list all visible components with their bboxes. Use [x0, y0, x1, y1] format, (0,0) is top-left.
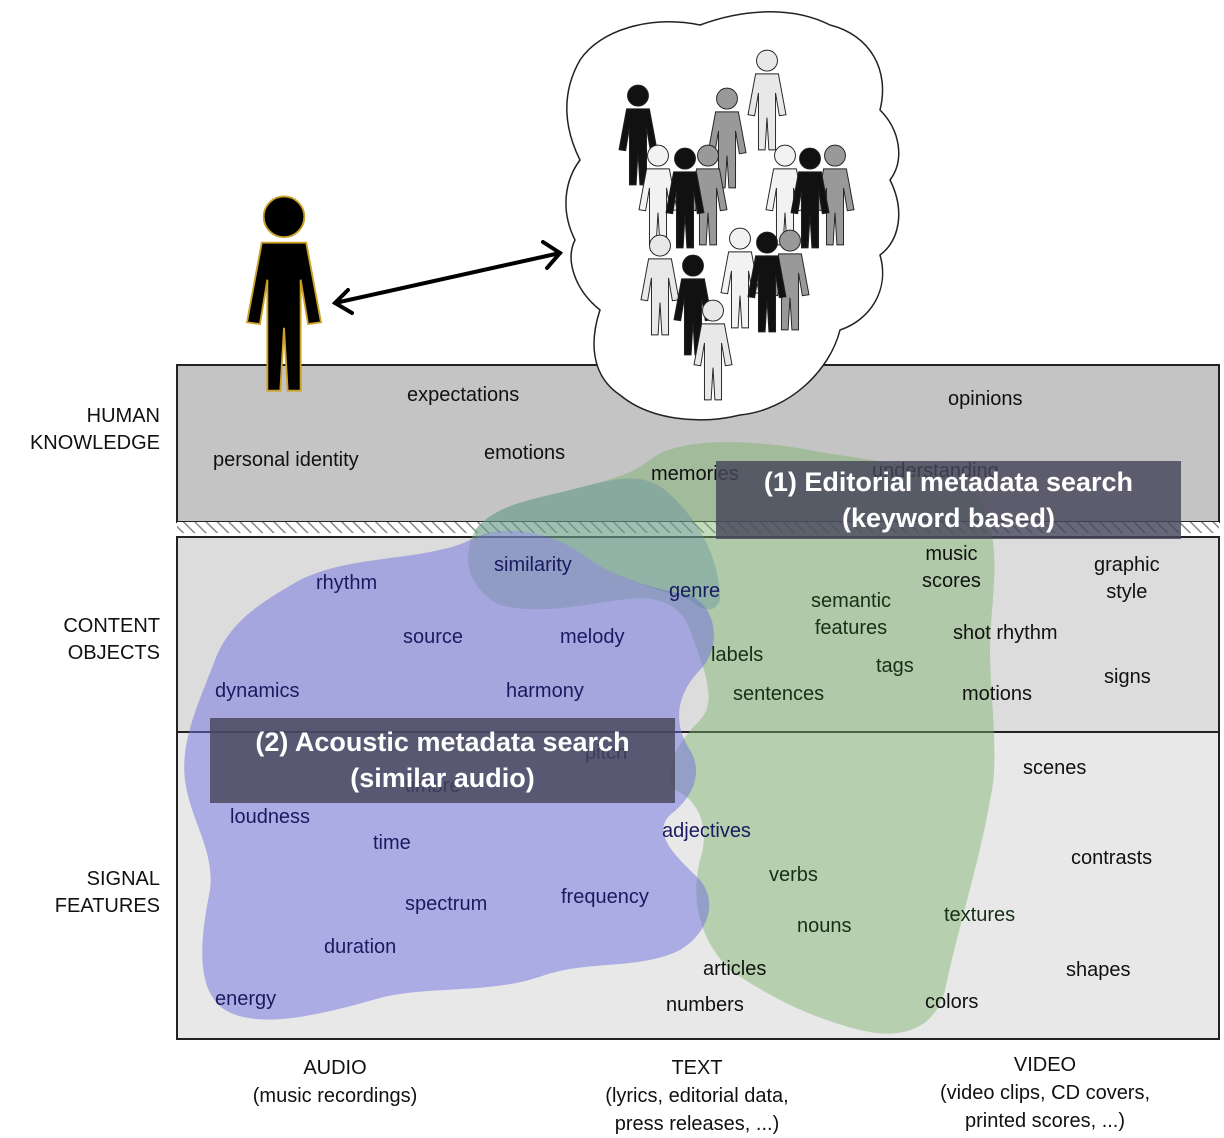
column-label-video: VIDEO (video clips, CD covers, printed s…	[939, 1054, 1151, 1132]
term-scenes: scenes	[1023, 757, 1087, 779]
term-duration: duration	[324, 936, 397, 958]
user-figure-icon	[246, 195, 322, 392]
crowd-cloud	[565, 11, 900, 421]
term-harmony: harmony	[506, 680, 584, 702]
term-textures: textures	[944, 904, 1016, 926]
term-semantic-features: semantic features	[811, 590, 892, 639]
term-numbers: numbers	[666, 994, 744, 1016]
term-rhythm: rhythm	[316, 572, 378, 594]
term-tags: tags	[876, 655, 914, 677]
term-frequency: frequency	[561, 886, 649, 908]
term-personal-identity: personal identity	[213, 449, 359, 471]
term-spectrum: spectrum	[405, 893, 488, 915]
column-label-audio: AUDIO (music recordings)	[252, 1057, 418, 1107]
term-adjectives: adjectives	[662, 820, 751, 842]
term-nouns: nouns	[797, 915, 852, 937]
term-emotions: emotions	[484, 442, 566, 464]
term-dynamics: dynamics	[215, 680, 300, 702]
column-label-text: TEXT (lyrics, editorial data, press rele…	[605, 1057, 789, 1135]
term-verbs: verbs	[769, 864, 818, 886]
interaction-arrow-icon	[331, 240, 564, 315]
term-genre: genre	[669, 580, 721, 602]
term-energy: energy	[215, 988, 277, 1010]
acoustic-search-banner: (2) Acoustic metadata search (similar au…	[210, 718, 675, 803]
editorial-search-banner: (1) Editorial metadata search (keyword b…	[716, 461, 1181, 539]
term-labels: labels	[711, 644, 764, 666]
term-shapes: shapes	[1066, 959, 1131, 981]
term-expectations: expectations	[407, 384, 520, 406]
term-motions: motions	[962, 683, 1033, 705]
term-opinions: opinions	[948, 388, 1023, 410]
row-label-human-knowledge: HUMAN KNOWLEDGE	[29, 405, 160, 454]
term-colors: colors	[925, 991, 979, 1013]
term-shot-rhythm: shot rhythm	[953, 622, 1058, 644]
term-source: source	[403, 626, 464, 648]
term-loudness: loudness	[230, 806, 311, 828]
term-sentences: sentences	[733, 683, 825, 705]
term-articles: articles	[703, 958, 767, 980]
term-similarity: similarity	[494, 554, 572, 576]
term-melody: melody	[560, 626, 625, 648]
term-signs: signs	[1104, 666, 1151, 688]
hatched-divider	[177, 522, 1219, 533]
term-graphic-style: graphic style	[1094, 554, 1160, 603]
row-label-content-objects: CONTENT OBJECTS	[63, 615, 160, 664]
term-music-scores: music scores	[922, 543, 981, 592]
term-contrasts: contrasts	[1071, 847, 1153, 869]
overlap-region	[475, 478, 720, 610]
row-label-signal-features: SIGNAL FEATURES	[54, 868, 160, 917]
term-time: time	[373, 832, 411, 854]
